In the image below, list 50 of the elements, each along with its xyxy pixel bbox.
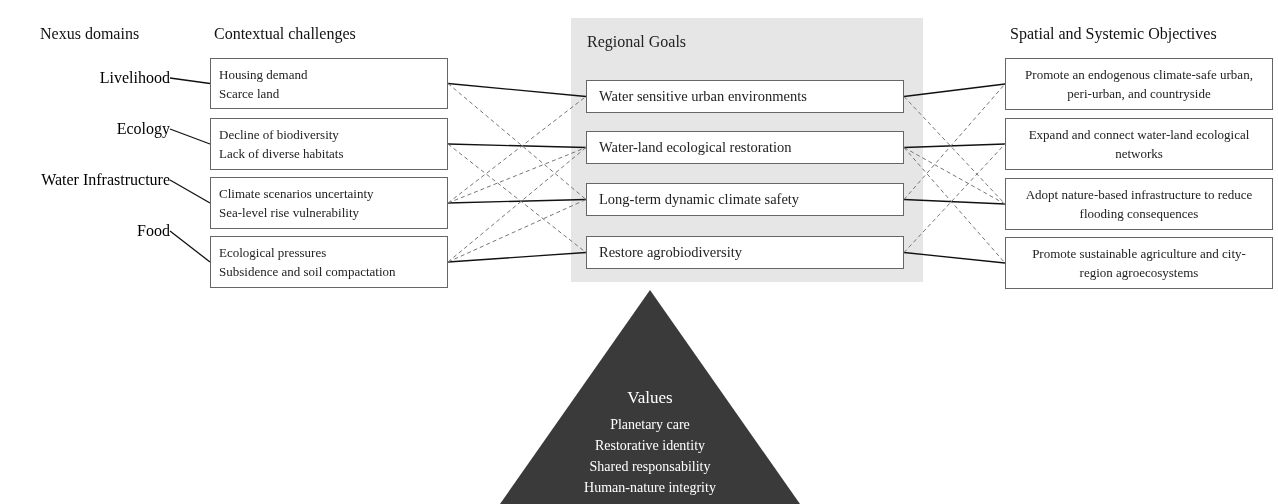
- connector-line: [169, 128, 211, 145]
- value-text: Human-nature integrity: [584, 479, 716, 497]
- goal-box: Water-land ecological restoration: [586, 131, 904, 164]
- connector-line: [447, 143, 587, 149]
- challenge-text: Sea-level rise vulnerability: [219, 204, 361, 222]
- challenge-text: Subsidence and soil compactation: [219, 263, 397, 281]
- challenge-box: [210, 236, 448, 288]
- values-heading: Values: [627, 386, 673, 409]
- connector-line: [447, 198, 587, 204]
- panel-heading: Regional Goals: [587, 32, 687, 53]
- dashed-connector: [903, 147, 1006, 205]
- challenge-text: Housing demand: [219, 65, 309, 84]
- objective-box: Expand and connect water-land ecological networks: [1005, 118, 1273, 170]
- goal-box: Restore agrobiodiversity: [586, 236, 904, 269]
- connector-line: [903, 83, 1006, 98]
- dashed-connector: [447, 147, 587, 204]
- challenge-text: Decline of biodiversity: [219, 126, 340, 144]
- objective-box: Promote an endogenous climate-safe urban, peri-urban, and countryside: [1005, 58, 1273, 110]
- column-heading: Nexus domains: [40, 24, 140, 44]
- challenge-text: Lack of diverse habitats: [219, 145, 345, 163]
- objective-box: Promote sustainable agriculture and city-region agroecosystems: [1005, 237, 1273, 289]
- domain-label: Water Infrastructure: [0, 168, 170, 192]
- connector-line: [169, 179, 211, 204]
- value-text: Planetary care: [610, 416, 690, 434]
- value-text: Restorative identity: [595, 437, 705, 455]
- value-text: Shared responsability: [589, 458, 711, 476]
- challenge-box: [210, 177, 448, 229]
- connector-line: [169, 77, 211, 85]
- connector-line: [447, 82, 587, 98]
- goal-box: Long-term dynamic climate safety: [586, 183, 904, 216]
- challenge-box: [210, 58, 448, 109]
- connector-line: [903, 198, 1006, 205]
- domain-label: Ecology: [0, 117, 170, 141]
- connector-line: [447, 251, 587, 263]
- column-heading: Contextual challenges: [214, 24, 356, 45]
- objective-box: Adopt nature-based infrastructure to reduce flooding consequences: [1005, 178, 1273, 230]
- connector-line: [169, 230, 211, 263]
- dashed-connector: [447, 199, 587, 263]
- goal-box: Water sensitive urban environments: [586, 80, 904, 113]
- domain-label: Food: [0, 219, 170, 243]
- challenge-box: [210, 118, 448, 170]
- challenge-text: Scarce land: [219, 84, 281, 103]
- goals-panel: [571, 18, 923, 282]
- connector-line: [903, 251, 1006, 264]
- challenge-text: Climate scenarios uncertainty: [219, 185, 375, 203]
- column-heading: Spatial and Systemic Objectives: [1010, 24, 1217, 45]
- values-triangle: [500, 290, 800, 504]
- connector-line: [903, 143, 1006, 149]
- domain-label: Livelihood: [0, 66, 170, 90]
- challenge-text: Ecological pressures: [219, 244, 328, 262]
